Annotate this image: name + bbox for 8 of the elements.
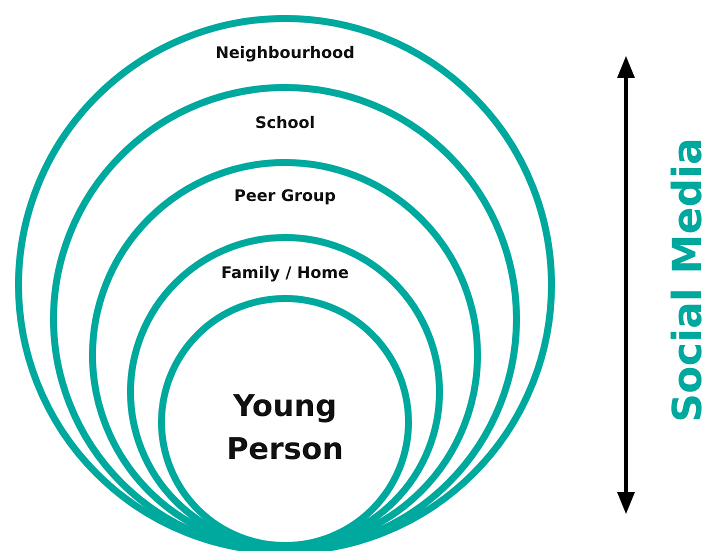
ring-label: Neighbourhood xyxy=(214,42,356,64)
side-label: Social Media xyxy=(665,138,707,422)
ring-label: Young Person xyxy=(226,388,344,469)
ring-label: Peer Group xyxy=(233,184,337,206)
circle-ring xyxy=(50,84,520,551)
ring-label: School xyxy=(254,112,316,134)
ring-label: Family / Home xyxy=(220,262,350,284)
circle-ring xyxy=(15,15,555,551)
